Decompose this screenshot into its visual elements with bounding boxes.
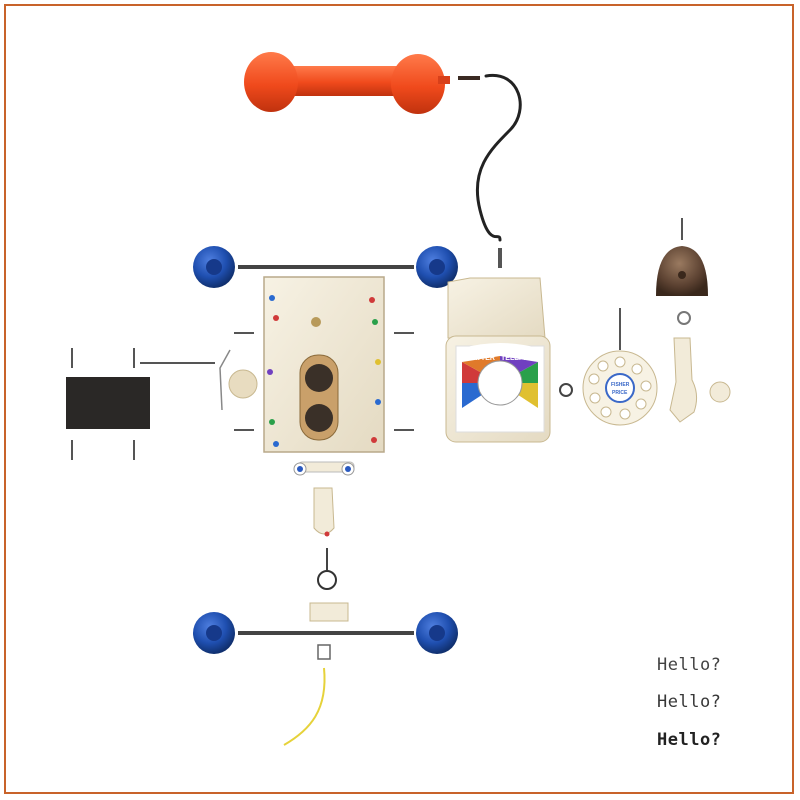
brand-left-label: CHATTER — [462, 355, 495, 362]
wire-clip — [219, 349, 231, 411]
top-axle — [238, 265, 414, 269]
eyes-piece — [293, 461, 355, 476]
receiver-handset — [244, 52, 480, 114]
base-screws — [234, 332, 414, 431]
speaker-disc — [228, 369, 258, 399]
dial-brand-top: FISHER — [611, 382, 630, 388]
spool-piece — [309, 602, 349, 622]
gear — [709, 381, 731, 403]
phone-cord — [475, 73, 522, 242]
panel-screws — [71, 348, 215, 460]
bell-washer — [677, 311, 691, 325]
caption-line-2: Hello? — [657, 692, 722, 712]
caption-line-1: Hello? — [657, 655, 722, 675]
rotary-dial — [582, 308, 658, 426]
yellow-spring-wire — [283, 667, 326, 746]
cord-pin — [498, 248, 502, 268]
brand-right-label: TELEPHONE — [501, 355, 544, 362]
small-spring — [559, 383, 573, 397]
bottom-axle — [238, 631, 414, 635]
dial-brand-bottom: PRICE — [612, 390, 628, 396]
phone-body — [445, 277, 551, 443]
speaker-panel — [66, 377, 150, 429]
bell — [656, 218, 708, 325]
base-panel — [263, 276, 385, 453]
neck-piece — [313, 487, 335, 535]
crank-arm — [669, 337, 698, 423]
caption-line-3: Hello? — [657, 730, 722, 750]
